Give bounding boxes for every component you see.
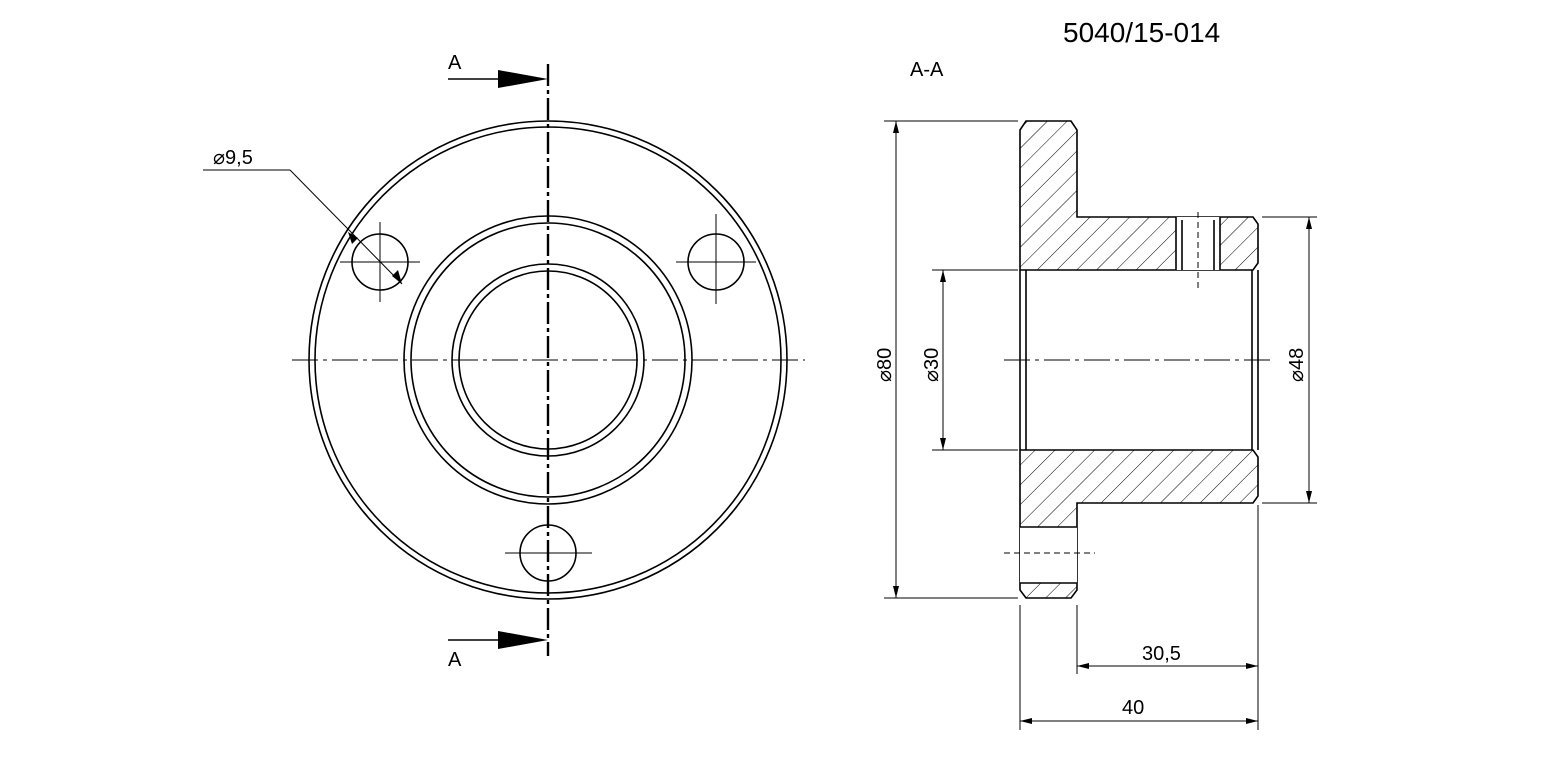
section-label-top: A [448,52,462,74]
lower-wall-section [1019,449,1259,599]
bore-diameter-label: ⌀30 [921,348,943,382]
hole-diameter-value: 9,5 [225,147,253,169]
section-title: A-A [910,59,944,81]
flange-diameter-value: 80 [874,348,896,370]
flange-diameter-label: ⌀80 [874,348,896,382]
hole-diameter-label: ⌀9,5 [213,147,253,169]
upper-wall-section [1019,120,1259,271]
section-arrow-bottom [448,631,548,649]
hub-diameter-dimension [1262,216,1317,504]
diameter-symbol: ⌀ [921,370,943,382]
bore-diameter-value: 30 [921,348,943,370]
front-view: A A ⌀9,5 [203,52,805,671]
diameter-symbol: ⌀ [874,370,896,382]
section-view [1004,120,1275,599]
diameter-symbol: ⌀ [213,147,225,169]
flange-diameter-dimension [884,120,1018,599]
hub-diameter-label: ⌀48 [1286,348,1308,382]
drawing-number: 5040/15-014 [1063,17,1220,48]
hub-diameter-value: 48 [1286,348,1308,370]
section-arrow-top [448,70,548,88]
bore-diameter-dimension [932,269,1018,451]
bolt-hole-top-right [676,214,756,304]
section-label-bottom: A [448,649,462,671]
hub-length-label: 30,5 [1142,643,1181,665]
hub-length-dimension [1076,505,1259,674]
total-length-label: 40 [1122,697,1144,719]
hole-diameter-dimension [203,169,403,285]
diameter-symbol: ⌀ [1286,370,1308,382]
total-length-dimension [1019,605,1259,730]
